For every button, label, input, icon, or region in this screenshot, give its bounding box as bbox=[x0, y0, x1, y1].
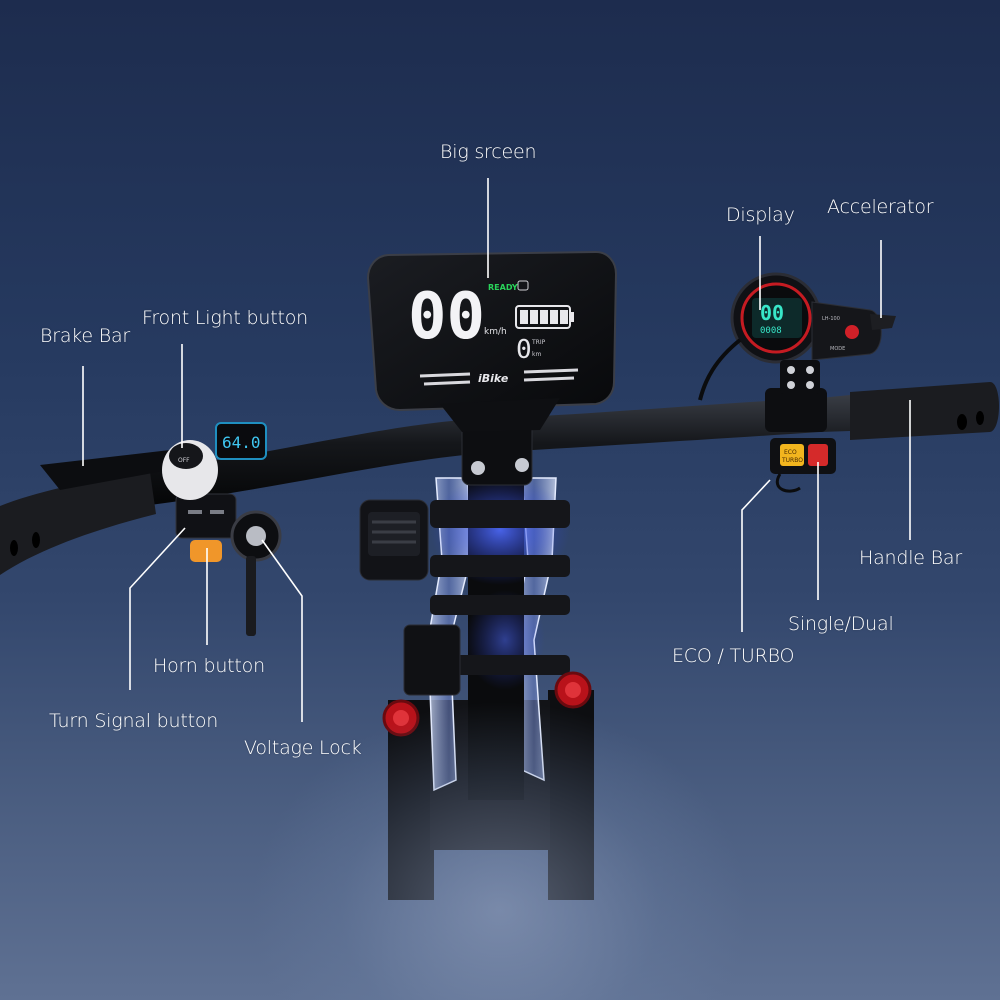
mode-button-text: MODE bbox=[830, 346, 845, 352]
trip-label: TRIP bbox=[531, 339, 546, 346]
small-display-speed: 00 bbox=[760, 301, 784, 325]
left-controls bbox=[162, 422, 282, 636]
label-single-dual: Single/Dual bbox=[788, 613, 894, 635]
horn-button-shape bbox=[190, 540, 222, 562]
leader-lines bbox=[82, 178, 911, 722]
stem-assembly bbox=[359, 470, 594, 900]
label-accelerator: Accelerator bbox=[827, 196, 934, 218]
screen-status-icon bbox=[517, 280, 529, 291]
light-switch-state: OFF bbox=[178, 457, 190, 464]
trip-unit: km bbox=[532, 351, 541, 358]
main-speed-readout: 00 bbox=[408, 280, 485, 354]
label-turn-signal-button: Turn Signal button bbox=[49, 710, 219, 732]
label-handle-bar: Handle Bar bbox=[859, 547, 962, 569]
label-voltage-lock: Voltage Lock bbox=[244, 737, 362, 759]
leader-turn-signal bbox=[129, 527, 186, 690]
ready-indicator: READY bbox=[488, 283, 518, 292]
label-horn-button: Horn button bbox=[153, 655, 265, 677]
leader-eco-turbo bbox=[741, 479, 771, 632]
trip-readout: 0 bbox=[516, 335, 532, 365]
small-display-model: LH-100 bbox=[822, 316, 840, 322]
label-brake-bar: Brake Bar bbox=[40, 325, 131, 347]
switch-turbo-text: TURBO bbox=[781, 457, 803, 464]
handlebar bbox=[0, 382, 999, 575]
right-switches bbox=[770, 438, 836, 493]
small-display-unit bbox=[698, 272, 896, 401]
brand-logo: iBike bbox=[478, 372, 509, 385]
small-display-odometer: 0008 bbox=[760, 326, 782, 336]
label-eco-turbo: ECO / TURBO bbox=[672, 645, 795, 667]
label-front-light-button: Front Light button bbox=[142, 307, 308, 329]
headlight bbox=[359, 499, 429, 581]
switch-eco-text: ECO bbox=[784, 449, 797, 456]
label-display: Display bbox=[726, 204, 795, 226]
label-big-screen: Big srceen bbox=[440, 141, 537, 163]
voltmeter-readout: 64.0 bbox=[222, 433, 261, 452]
main-speed-unit: km/h bbox=[484, 327, 507, 337]
big-screen-unit bbox=[366, 250, 618, 432]
leader-voltage-lock bbox=[261, 539, 303, 722]
